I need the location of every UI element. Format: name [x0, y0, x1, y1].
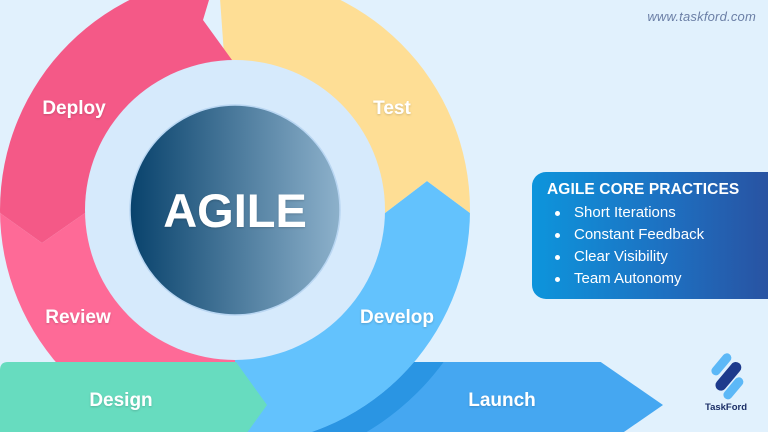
stage-label-test: Test — [373, 98, 411, 119]
website-url[interactable]: www.taskford.com — [647, 9, 756, 24]
practice-item: Clear Visibility — [555, 246, 768, 268]
stage-label-launch: Launch — [468, 390, 536, 411]
stage-label-develop: Develop — [360, 307, 434, 328]
stage-label-review: Review — [45, 307, 111, 328]
bullet-icon — [555, 232, 560, 238]
practice-item: Constant Feedback — [555, 224, 768, 246]
logo-brand-name: TaskFord — [704, 402, 748, 413]
practice-item: Short Iterations — [555, 202, 768, 224]
core-practices-list: Short Iterations Constant Feedback Clear… — [547, 202, 768, 290]
core-practices-title: AGILE CORE PRACTICES — [547, 181, 740, 198]
design-arrow — [0, 362, 267, 432]
bullet-icon — [555, 210, 560, 216]
stage-label-deploy: Deploy — [42, 98, 106, 119]
taskford-logo: TaskFord — [693, 353, 759, 423]
center-label: AGILE — [163, 184, 307, 237]
practice-item: Team Autonomy — [555, 268, 768, 290]
core-practices-card: AGILE CORE PRACTICES Short Iterations Co… — [532, 172, 768, 299]
taskford-logo-icon — [711, 353, 744, 400]
bullet-icon — [555, 254, 560, 260]
bullet-icon — [555, 276, 560, 282]
stage-label-design: Design — [89, 390, 152, 411]
center-disc — [129, 104, 341, 316]
